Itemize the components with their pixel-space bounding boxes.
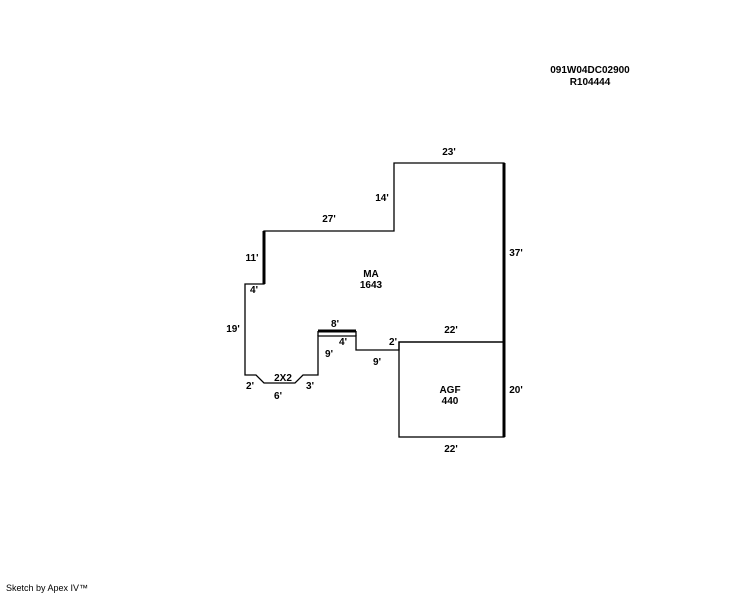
dim-left-4: 4': [250, 285, 258, 296]
parcel-id: 091W04DC02900: [550, 65, 630, 76]
dim-garage-bottom-22: 22': [444, 444, 458, 455]
area-ma-value: 1643: [360, 280, 383, 291]
dim-top-23: 23': [442, 147, 456, 158]
dim-right-37: 37': [509, 248, 523, 259]
dim-garage-right-20: 20': [509, 385, 523, 396]
garage-outline: [398, 341, 505, 438]
parcel-header: 091W04DC02900 R104444: [540, 65, 640, 89]
dim-notch-9-left: 9': [325, 349, 333, 360]
dim-notch-8: 8': [331, 319, 339, 330]
dim-notch-4: 4': [339, 337, 347, 348]
dim-left-19: 19': [226, 324, 240, 335]
dim-step-2: 2': [389, 337, 397, 348]
area-ma-name: MA: [363, 269, 379, 280]
area-agf-name: AGF: [439, 385, 460, 396]
dim-bay-3: 3': [306, 381, 314, 392]
area-2x2-name: 2X2: [274, 373, 292, 384]
dim-bay-6: 6': [274, 391, 282, 402]
dim-bottom-9: 9': [373, 357, 381, 368]
footer-credit: Sketch by Apex IV™: [6, 583, 89, 593]
area-agf-value: 440: [442, 396, 459, 407]
dim-step-14: 14': [375, 193, 389, 204]
dim-left-11: 11': [246, 253, 259, 264]
account-number: R104444: [569, 77, 611, 88]
dim-top-27: 27': [322, 214, 336, 225]
notch-outline: [317, 331, 357, 336]
dim-bay-2: 2': [246, 381, 254, 392]
dim-garage-top-22: 22': [444, 325, 458, 336]
